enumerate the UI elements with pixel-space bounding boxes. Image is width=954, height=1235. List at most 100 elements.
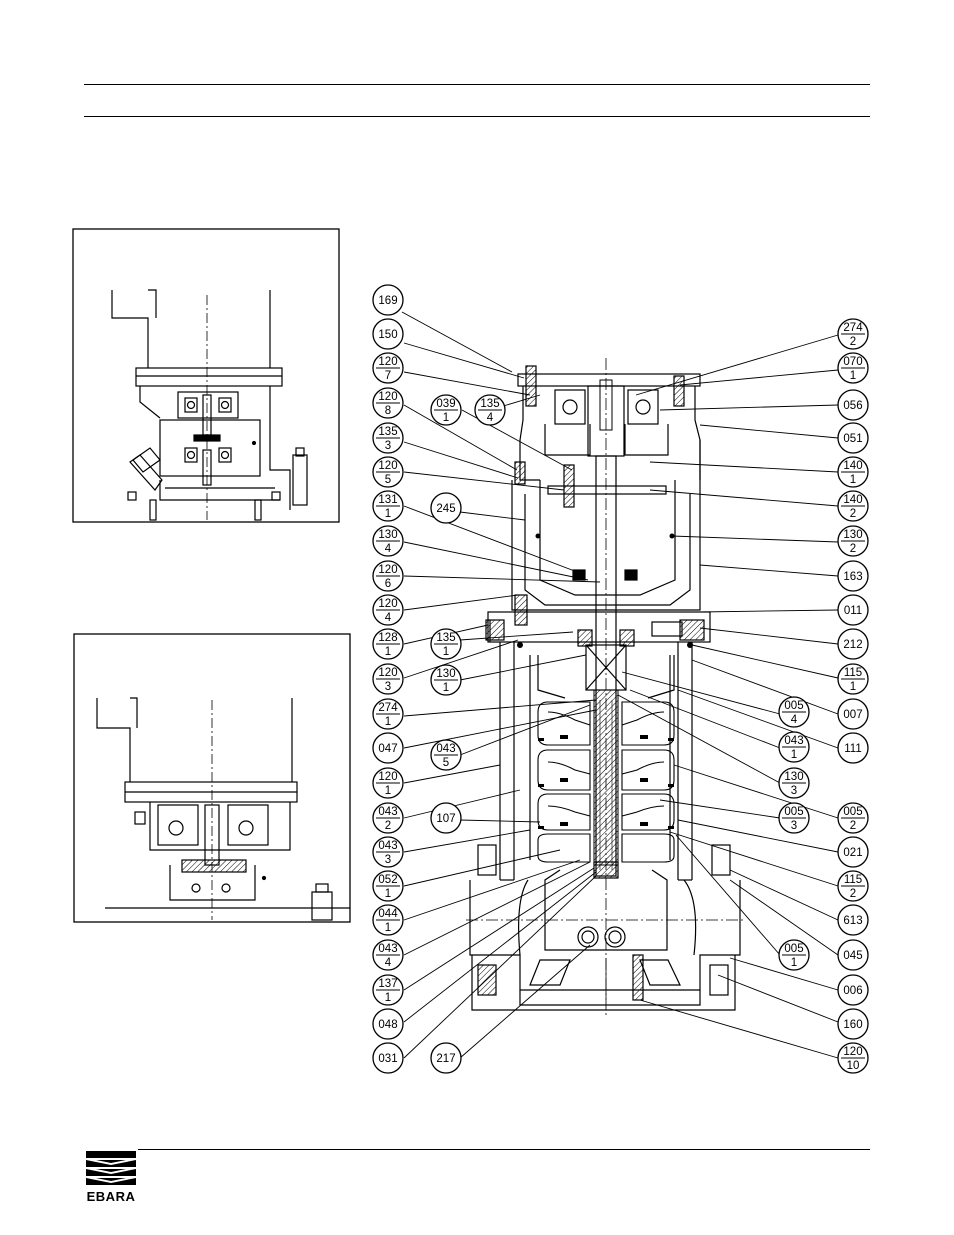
callout-sub-number: 3: [791, 785, 797, 797]
callout-part-number: 120: [378, 564, 397, 576]
callout-part-number: 115: [844, 667, 862, 679]
callout-circle: [837, 628, 869, 660]
callout-sub-number: 8: [385, 405, 391, 417]
callout-sub-number: 2: [850, 336, 856, 348]
header-rule-top: [84, 84, 870, 85]
callout-part-number: 140: [843, 494, 862, 506]
callout-part-number: 160: [843, 1019, 862, 1031]
callout-part-number: 051: [843, 433, 862, 445]
callout-sub-number: 4: [791, 714, 798, 726]
callout-011: 011: [837, 594, 869, 626]
callout-047: 047: [372, 732, 404, 764]
callout-circle: [837, 939, 869, 971]
callout-sub-number: 4: [487, 412, 494, 424]
callout-part-number: 011: [844, 605, 862, 617]
callout-part-number: 006: [843, 985, 862, 997]
callout-part-number: 007: [843, 709, 862, 721]
callout-sub-number: 1: [385, 922, 391, 934]
callout-part-number: 043: [378, 806, 397, 818]
callout-part-number: 005: [784, 700, 803, 712]
callout-sub-number: 3: [385, 854, 391, 866]
callout-part-number: 031: [378, 1053, 397, 1065]
callout-part-number: 052: [378, 874, 397, 886]
callout-613: 613: [837, 904, 869, 936]
callout-051: 051: [837, 422, 869, 454]
callout-part-number: 048: [378, 1019, 397, 1031]
inset-detail-top: [72, 228, 340, 523]
callout-circle: [837, 974, 869, 1006]
callout-part-number: 005: [784, 943, 803, 955]
callout-circle: [837, 698, 869, 730]
callout-part-number: 021: [843, 847, 862, 859]
callout-212: 212: [837, 628, 869, 660]
callout-sub-number: 10: [847, 1060, 860, 1072]
callout-sub-number: 1: [850, 474, 856, 486]
callout-circle: [430, 802, 462, 834]
callout-circle: [372, 732, 404, 764]
callout-006: 006: [837, 974, 869, 1006]
callout-sub-number: 1: [385, 508, 391, 520]
callout-circle: [430, 1042, 462, 1074]
callout-sub-number: 3: [385, 440, 391, 452]
callout-sub-number: 1: [850, 681, 856, 693]
callout-circle: [372, 284, 404, 316]
callout-sub-number: 1: [385, 992, 391, 1004]
callout-part-number: 245: [436, 503, 455, 515]
callout-part-number: 047: [378, 743, 397, 755]
main-pump-section: [466, 358, 744, 1015]
callout-part-number: 056: [843, 400, 862, 412]
callout-021: 021: [837, 836, 869, 868]
callout-107: 107: [430, 802, 462, 834]
callout-part-number: 217: [436, 1053, 455, 1065]
callout-245: 245: [430, 492, 462, 524]
callout-part-number: 120: [378, 667, 397, 679]
callout-circle: [837, 904, 869, 936]
callout-sub-number: 2: [850, 820, 856, 832]
callout-045: 045: [837, 939, 869, 971]
callout-part-number: 135: [480, 398, 499, 410]
callout-056: 056: [837, 389, 869, 421]
callout-part-number: 150: [378, 329, 397, 341]
callout-part-number: 043: [378, 840, 397, 852]
callout-part-number: 043: [436, 743, 455, 755]
callout-part-number: 043: [378, 943, 397, 955]
callout-sub-number: 4: [385, 957, 392, 969]
callout-part-number: 120: [378, 391, 397, 403]
callout-part-number: 070: [843, 356, 862, 368]
callout-part-number: 120: [843, 1046, 862, 1058]
callout-sub-number: 1: [385, 646, 391, 658]
callout-sub-number: 4: [385, 612, 392, 624]
callout-circle: [837, 1008, 869, 1040]
callout-part-number: 115: [844, 874, 862, 886]
callout-part-number: 135: [378, 426, 397, 438]
callout-part-number: 130: [843, 529, 862, 541]
callout-sub-number: 1: [385, 785, 391, 797]
callout-sub-number: 1: [443, 646, 449, 658]
callout-part-number: 120: [378, 598, 397, 610]
callout-sub-number: 3: [791, 820, 797, 832]
callout-031: 031: [372, 1042, 404, 1074]
callout-160: 160: [837, 1008, 869, 1040]
callout-part-number: 274: [843, 322, 863, 334]
